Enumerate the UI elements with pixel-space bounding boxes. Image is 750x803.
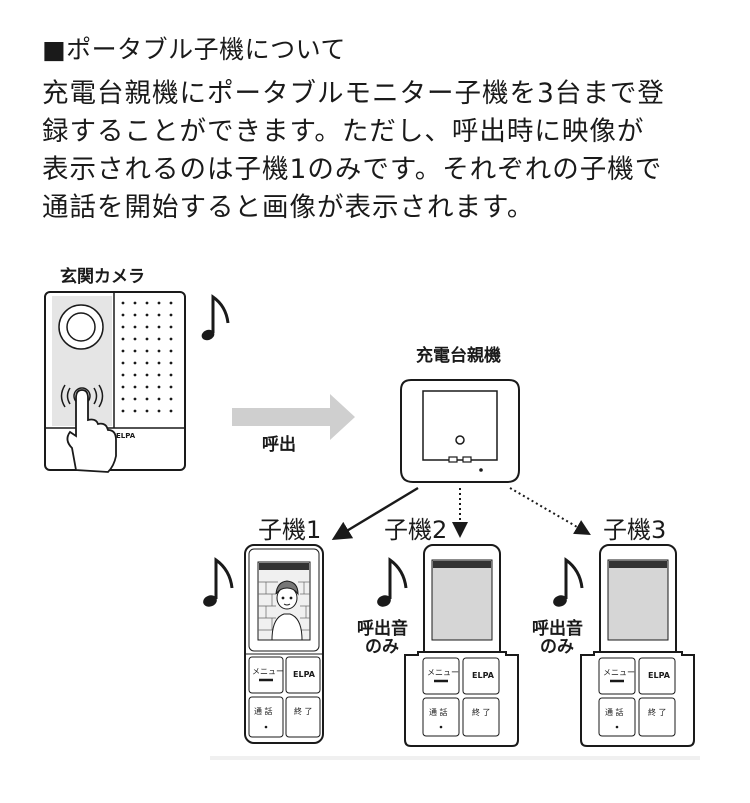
speaker-grille <box>121 301 173 413</box>
door-camera-brand: ELPA <box>116 432 136 440</box>
handset-1-menu-key: メニュー <box>252 667 284 676</box>
link-handset-1 <box>331 486 419 540</box>
paragraph-line-1: 充電台親機にポータブルモニター子機を3台まで登 <box>42 78 665 109</box>
handset-3-label: 子機3 <box>603 516 667 544</box>
handset-2-note-1: 呼出音 <box>357 619 408 639</box>
handset-1-talk-key: 通 話 <box>254 707 273 716</box>
handset-2-brand: ELPA <box>472 671 494 680</box>
paragraph-line-2: 録することができます。ただし、呼出時に映像が <box>42 116 645 147</box>
handset-3-menu-key: メニュー <box>603 668 635 677</box>
music-note-icon <box>203 557 234 607</box>
handset-2-end-key: 終 了 <box>472 708 491 717</box>
handset-3-note-2: のみ <box>540 637 574 657</box>
handset-3-talk-key: 通 話 <box>605 708 624 717</box>
music-note-icon <box>377 557 408 607</box>
base-station-label: 充電台親機 <box>416 346 501 366</box>
handset-1-brand: ELPA <box>293 670 315 679</box>
paragraph-line-3: 表示されるのは子機1のみです。それぞれの子機で <box>42 154 663 185</box>
handset-3-brand: ELPA <box>648 671 670 680</box>
handset-3-note-1: 呼出音 <box>532 619 583 639</box>
music-note-icon <box>201 294 230 341</box>
call-arrow <box>232 394 355 440</box>
base-station <box>400 379 520 483</box>
call-label: 呼出 <box>262 435 296 455</box>
section-heading: ■ポータブル子機について <box>42 35 346 64</box>
link-handset-3 <box>509 487 591 536</box>
handset-2 <box>404 544 519 747</box>
brick-wall <box>258 581 310 631</box>
handset-1 <box>244 544 324 744</box>
handset-1-label: 子機1 <box>258 516 322 544</box>
visitor-image <box>271 580 303 641</box>
handset-2-menu-key: メニュー <box>427 668 459 677</box>
handset-3 <box>580 544 695 747</box>
handset-2-label: 子機2 <box>384 516 448 544</box>
handset-3-end-key: 終 了 <box>648 708 667 717</box>
handset-2-note-2: のみ <box>365 637 399 657</box>
handset-1-end-key: 終 了 <box>294 707 313 716</box>
handset-2-talk-key: 通 話 <box>429 708 448 717</box>
paragraph-line-4: 通話を開始すると画像が表示されます。 <box>42 192 535 223</box>
music-note-icon <box>553 557 584 607</box>
door-camera <box>44 291 186 473</box>
door-camera-label: 玄関カメラ <box>60 267 145 287</box>
